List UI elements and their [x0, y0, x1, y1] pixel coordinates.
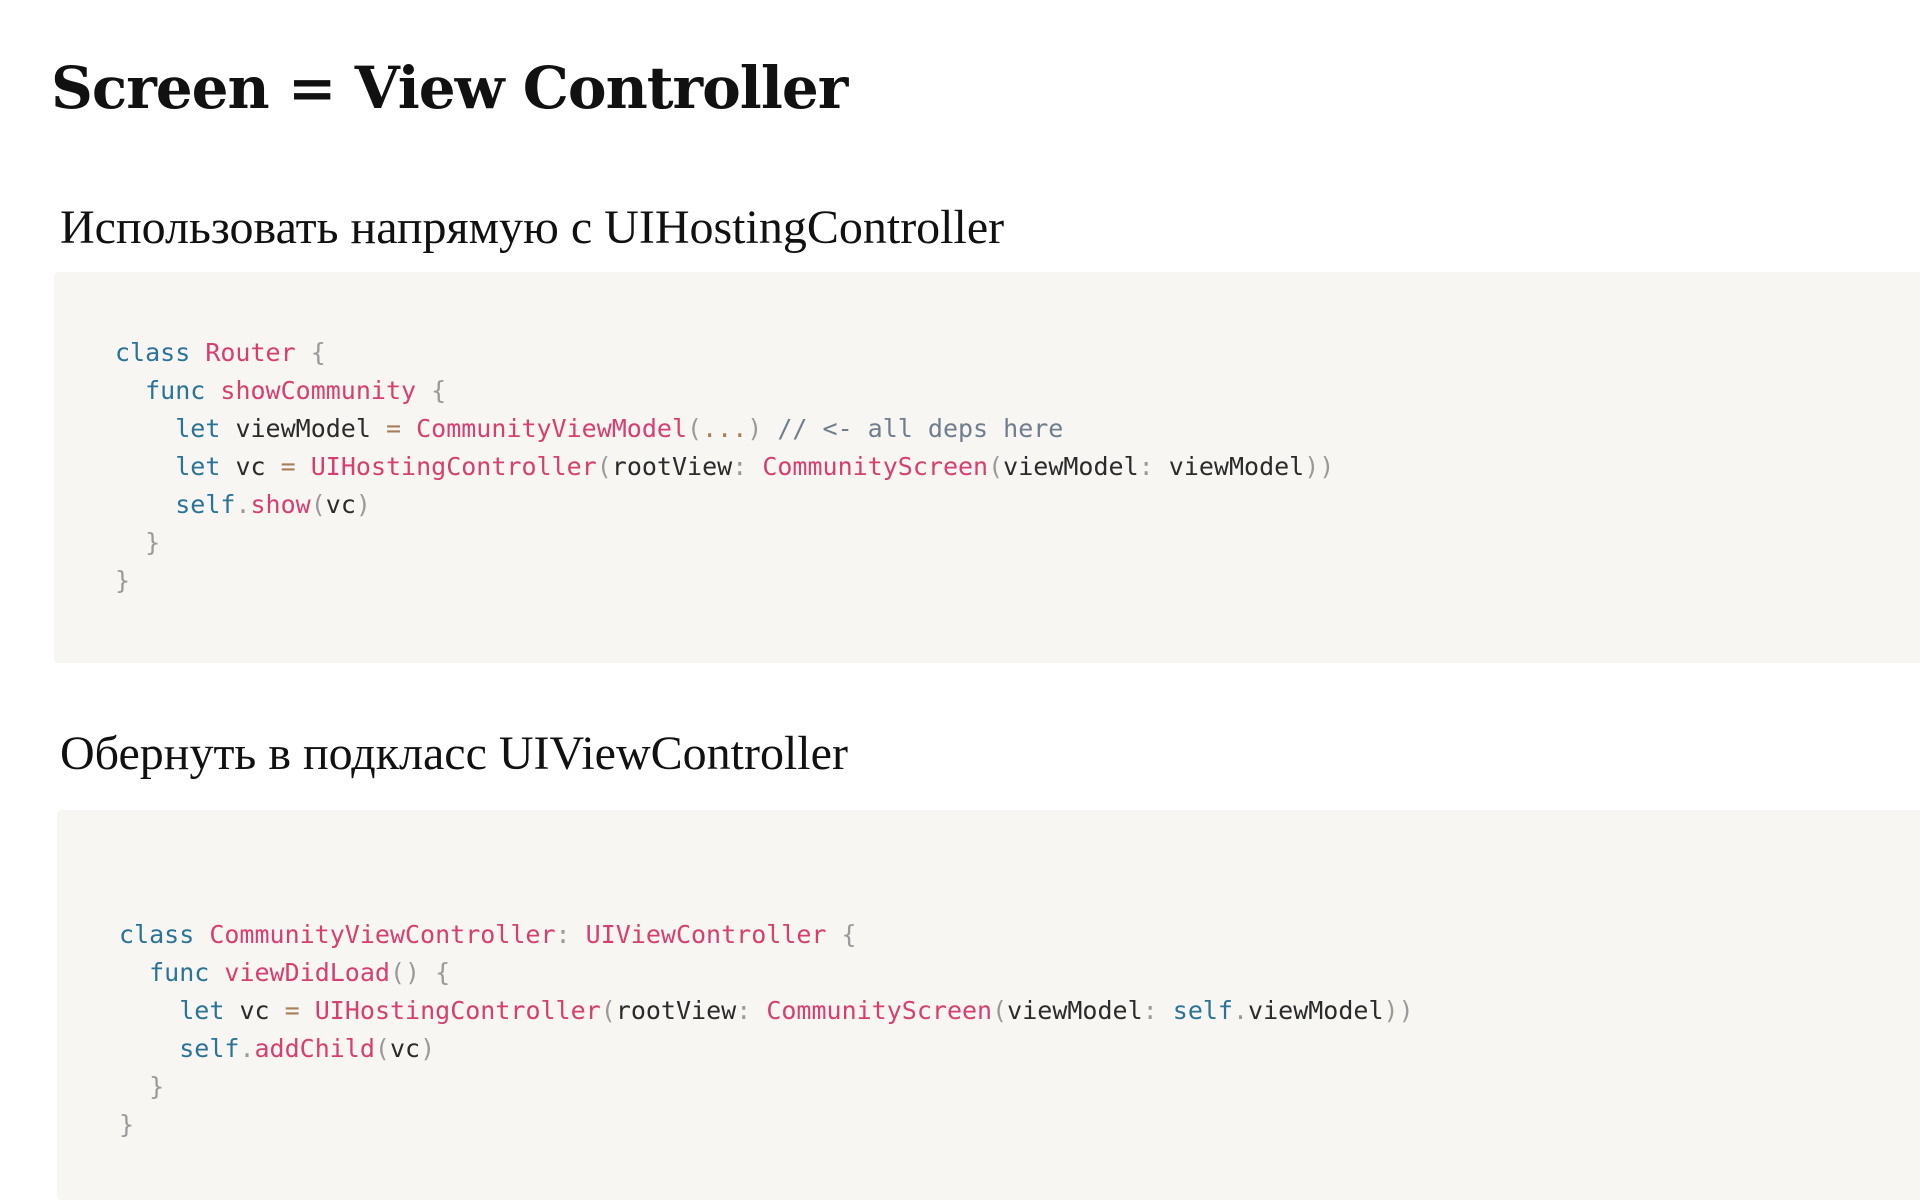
- code-punctuation: )): [1304, 452, 1335, 481]
- code-punctuation: :: [1138, 452, 1154, 481]
- code-punctuation: :: [555, 920, 571, 949]
- code-keyword: let: [175, 452, 221, 481]
- code-comment: // <- all deps here: [777, 414, 1064, 443]
- code-punctuation: (): [389, 958, 421, 987]
- code-punctuation: (: [992, 996, 1008, 1025]
- code-punctuation: ): [747, 414, 763, 443]
- code-ellipsis: ...: [702, 414, 748, 443]
- code-punctuation: )): [1383, 996, 1414, 1025]
- code-punctuation: }: [145, 528, 161, 557]
- code-punctuation: {: [841, 920, 857, 949]
- code-line: let viewModel = CommunityViewModel(...) …: [115, 410, 1920, 448]
- code-punctuation: }: [119, 1110, 135, 1139]
- code-variable: viewModel: [1168, 452, 1305, 481]
- code-call: show: [250, 490, 311, 519]
- code-punctuation: :: [732, 452, 748, 481]
- code-type-name: Router: [205, 338, 296, 367]
- code-variable: vc: [389, 1034, 421, 1063]
- code-punctuation: {: [310, 338, 326, 367]
- code-punctuation: .: [235, 490, 251, 519]
- code-operator: =: [385, 414, 402, 443]
- code-punctuation: (: [600, 996, 616, 1025]
- code-line: class Router {: [115, 334, 1920, 372]
- code-keyword: let: [175, 414, 221, 443]
- code-line: }: [119, 1106, 1920, 1144]
- section-heading-hosting-controller: Использовать напрямую с UIHostingControl…: [60, 201, 1005, 254]
- section-heading-subclass: Обернуть в подкласс UIViewController: [60, 727, 848, 780]
- code-call: addChild: [254, 1034, 375, 1063]
- code-line: let vc = UIHostingController(rootView: C…: [119, 992, 1920, 1030]
- code-keyword: self: [179, 1034, 240, 1063]
- code-operator: =: [280, 452, 296, 481]
- code-line: func showCommunity {: [115, 372, 1920, 410]
- code-punctuation: (: [687, 414, 703, 443]
- code-argument-label: rootView: [615, 996, 737, 1025]
- code-variable: vc: [235, 452, 266, 481]
- code-keyword: class: [115, 338, 191, 367]
- code-variable: vc: [239, 996, 270, 1025]
- page-title: Screen = View Controller: [51, 54, 848, 122]
- code-call: CommunityScreen: [766, 996, 993, 1025]
- code-variable: vc: [325, 490, 356, 519]
- code-operator: =: [284, 996, 300, 1025]
- code-type-name: CommunityViewController: [209, 920, 556, 949]
- code-line: self.addChild(vc): [119, 1030, 1920, 1068]
- code-keyword: func: [145, 376, 206, 405]
- code-call: CommunityScreen: [762, 452, 989, 481]
- code-punctuation: {: [435, 958, 451, 987]
- code-punctuation: (: [596, 452, 612, 481]
- code-block-view-controller: class CommunityViewController: UIViewCon…: [57, 810, 1920, 1200]
- code-punctuation: ): [355, 490, 371, 519]
- code-keyword: class: [119, 920, 195, 949]
- code-punctuation: }: [149, 1072, 165, 1101]
- code-punctuation: }: [115, 566, 131, 595]
- code-punctuation: :: [1142, 996, 1158, 1025]
- code-keyword: let: [179, 996, 225, 1025]
- code-punctuation: ): [420, 1034, 436, 1063]
- code-function-name: showCommunity: [220, 376, 417, 405]
- code-keyword: self: [1172, 996, 1233, 1025]
- code-line: }: [119, 1068, 1920, 1106]
- code-argument-label: rootView: [611, 452, 733, 481]
- code-punctuation: {: [431, 376, 447, 405]
- code-punctuation: :: [736, 996, 752, 1025]
- code-variable: viewModel: [235, 414, 371, 443]
- code-punctuation: .: [239, 1034, 255, 1063]
- code-keyword: func: [149, 958, 210, 987]
- code-block-router: class Router { func showCommunity { let …: [54, 272, 1920, 663]
- code-keyword: self: [175, 490, 236, 519]
- code-line: class CommunityViewController: UIViewCon…: [119, 916, 1920, 954]
- code-punctuation: .: [1232, 996, 1249, 1025]
- code-line: let vc = UIHostingController(rootView: C…: [115, 448, 1920, 486]
- code-punctuation: (: [374, 1034, 390, 1063]
- code-superclass: UIViewController: [585, 920, 827, 949]
- code-call: CommunityViewModel: [416, 414, 688, 443]
- code-line: }: [115, 524, 1920, 562]
- code-line: func viewDidLoad() {: [119, 954, 1920, 992]
- code-function-name: viewDidLoad: [224, 958, 390, 987]
- code-argument-label: viewModel: [1003, 452, 1139, 481]
- code-variable: viewModel: [1248, 996, 1384, 1025]
- code-punctuation: (: [988, 452, 1004, 481]
- code-line: self.show(vc): [115, 486, 1920, 524]
- code-call: UIHostingController: [310, 452, 597, 481]
- code-punctuation: (: [310, 490, 326, 519]
- code-line: }: [115, 562, 1920, 600]
- code-call: UIHostingController: [314, 996, 601, 1025]
- code-argument-label: viewModel: [1007, 996, 1143, 1025]
